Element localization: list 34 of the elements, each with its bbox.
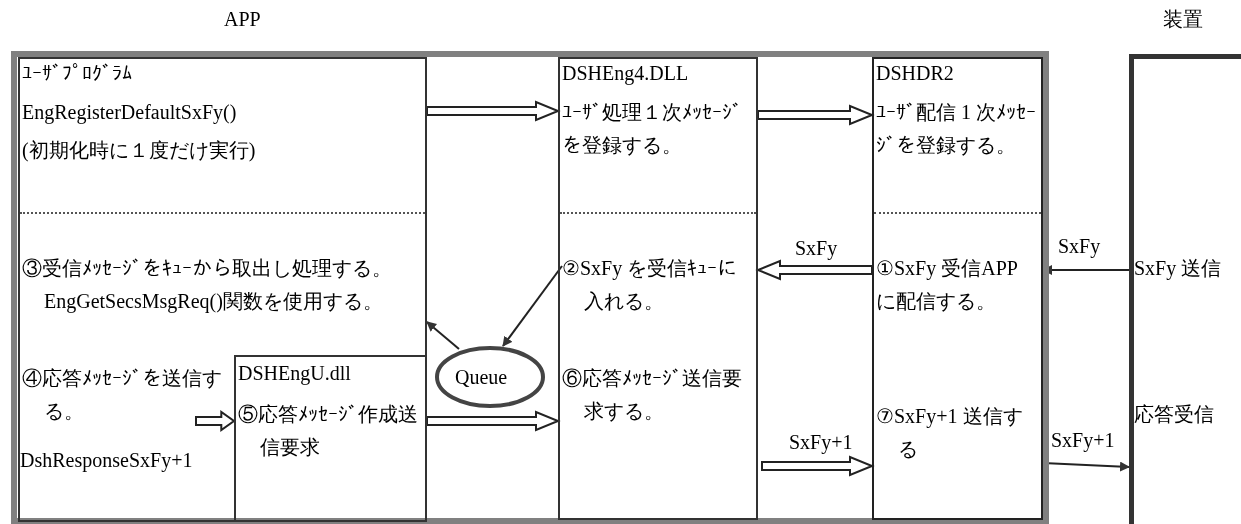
box-text: ﾕｰｻﾞ処理１次ﾒｯｾｰｼﾞを登録する。 (562, 100, 743, 158)
box-text: ﾕｰｻﾞ配信 1 次ﾒｯｾｰｼﾞを登録する。 (876, 100, 1037, 158)
arrow (426, 321, 460, 350)
box-heading: 装置 (1163, 7, 1203, 32)
box-heading: DSHEngU.dll (238, 362, 351, 385)
program-box (18, 57, 427, 522)
box-text: ⑥応答ﾒｯｾｰｼﾞ送信要求する。 (562, 366, 743, 424)
box-text: ④応答ﾒｯｾｰｼﾞを送信する。 (22, 366, 223, 424)
box-heading: APP (224, 8, 261, 31)
box-heading: DSHEng4.DLL (562, 62, 689, 85)
box-text: SxFy 送信 (1134, 256, 1222, 282)
block-arrow (755, 259, 873, 281)
block-arrow (761, 455, 875, 477)
dll-box (234, 355, 427, 522)
box-text: ①SxFy 受信APP に配信する。 (876, 256, 1019, 314)
box-text: ⑦SxFy+1 送信する (876, 404, 1024, 462)
box-text: EngRegisterDefaultSxFy() (22, 100, 237, 126)
block-arrow (195, 410, 236, 432)
block-arrow (757, 104, 875, 126)
box-heading: ﾕｰｻﾞﾌﾟﾛｸﾞﾗﾑ (22, 62, 132, 85)
box-text: ②SxFy を受信ｷｭｰに入れる。 (562, 256, 739, 314)
block-arrow (426, 100, 561, 122)
box-text: (初期化時に１度だけ実行) (22, 138, 256, 164)
module-box (872, 57, 1043, 520)
box-text: 応答受信 (1134, 402, 1214, 427)
queue-ellipse (435, 346, 545, 408)
box-text: DshResponseSxFy+1 (20, 448, 193, 474)
queue-label: Queue (455, 365, 508, 390)
box-text: ⑤応答ﾒｯｾｰｼﾞ作成送信要求 (238, 402, 419, 460)
box-text: ③受信ﾒｯｾｰｼﾞをｷｭｰから取出し処理する。EngGetSecsMsgReq()関数を使用する。 (22, 256, 393, 315)
module-box (558, 57, 758, 520)
block-arrow (426, 410, 561, 432)
box-heading: DSHDR2 (876, 62, 954, 85)
arrow (502, 265, 563, 347)
